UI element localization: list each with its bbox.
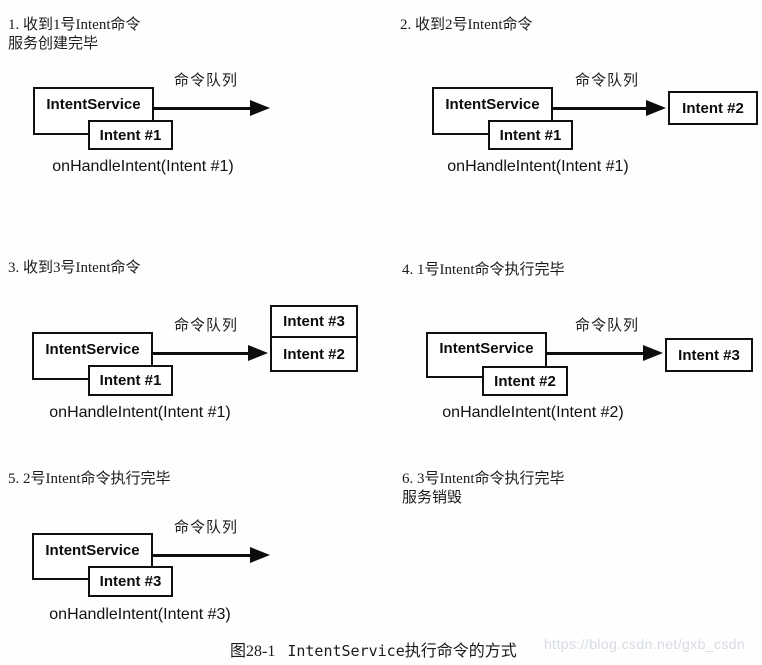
panel3-queued-intent-box-bottom: Intent #2 bbox=[270, 336, 358, 372]
panel4-title-line1: 4. 1号Intent命令执行完毕 bbox=[402, 262, 565, 278]
panel5-handler-text: onHandleIntent(Intent #3) bbox=[49, 606, 231, 623]
panel1-title-line1: 1. 收到1号Intent命令 bbox=[8, 17, 141, 33]
panel1-handler-text: onHandleIntent(Intent #1) bbox=[52, 158, 234, 175]
panel5-current-intent-box: Intent #3 bbox=[88, 566, 173, 597]
panel6-title-line2: 服务销毁 bbox=[402, 490, 463, 506]
panel5-queue-arrowhead-icon bbox=[250, 547, 270, 563]
panel6-title-line1: 6. 3号Intent命令执行完毕 bbox=[402, 471, 565, 487]
panel5-queue-label: 命令队列 bbox=[174, 520, 239, 536]
panel2-queue-arrowhead-icon bbox=[646, 100, 666, 116]
figure-caption-code: IntentService bbox=[287, 642, 405, 660]
panel3-title-line1: 3. 收到3号Intent命令 bbox=[8, 260, 141, 276]
figure-caption-suffix: 执行命令的方式 bbox=[404, 643, 517, 660]
panel3-queue-arrow-line bbox=[151, 352, 250, 355]
panel3-handler-text: onHandleIntent(Intent #1) bbox=[49, 404, 231, 421]
panel4-queue-arrow-line bbox=[545, 352, 645, 355]
panel2-current-intent-box: Intent #1 bbox=[488, 120, 573, 150]
panel2-queue-label: 命令队列 bbox=[575, 73, 640, 89]
panel4-handler-text: onHandleIntent(Intent #2) bbox=[442, 404, 624, 421]
panel2-title-line1: 2. 收到2号Intent命令 bbox=[400, 17, 533, 33]
panel5-queue-arrow-line bbox=[151, 554, 252, 557]
panel1-current-intent-box: Intent #1 bbox=[88, 120, 173, 150]
panel1-queue-arrow-line bbox=[152, 107, 252, 110]
panel1-queue-arrowhead-icon bbox=[250, 100, 270, 116]
panel2-handler-text: onHandleIntent(Intent #1) bbox=[447, 158, 629, 175]
panel2-queue-arrow-line bbox=[551, 107, 648, 110]
panel4-queue-arrowhead-icon bbox=[643, 345, 663, 361]
figure-number-label: 图28-1 bbox=[230, 643, 276, 660]
panel3-queue-arrowhead-icon bbox=[248, 345, 268, 361]
panel3-queue-label: 命令队列 bbox=[174, 318, 239, 334]
panel1-title-line2: 服务创建完毕 bbox=[8, 36, 99, 52]
panel4-queued-intent-box: Intent #3 bbox=[665, 338, 753, 372]
panel5-title-line1: 5. 2号Intent命令执行完毕 bbox=[8, 471, 171, 487]
panel3-current-intent-box: Intent #1 bbox=[88, 365, 173, 396]
figure-caption: 图28-1 IntentService执行命令的方式 bbox=[230, 637, 517, 661]
panel3-queued-intent-box-top: Intent #3 bbox=[270, 305, 358, 338]
panel2-queued-intent-box: Intent #2 bbox=[668, 91, 758, 125]
panel4-current-intent-box: Intent #2 bbox=[482, 366, 568, 396]
panel4-queue-label: 命令队列 bbox=[575, 318, 640, 334]
csdn-watermark: https://blog.csdn.net/gxb_csdn bbox=[544, 636, 746, 652]
panel1-queue-label: 命令队列 bbox=[174, 73, 239, 89]
